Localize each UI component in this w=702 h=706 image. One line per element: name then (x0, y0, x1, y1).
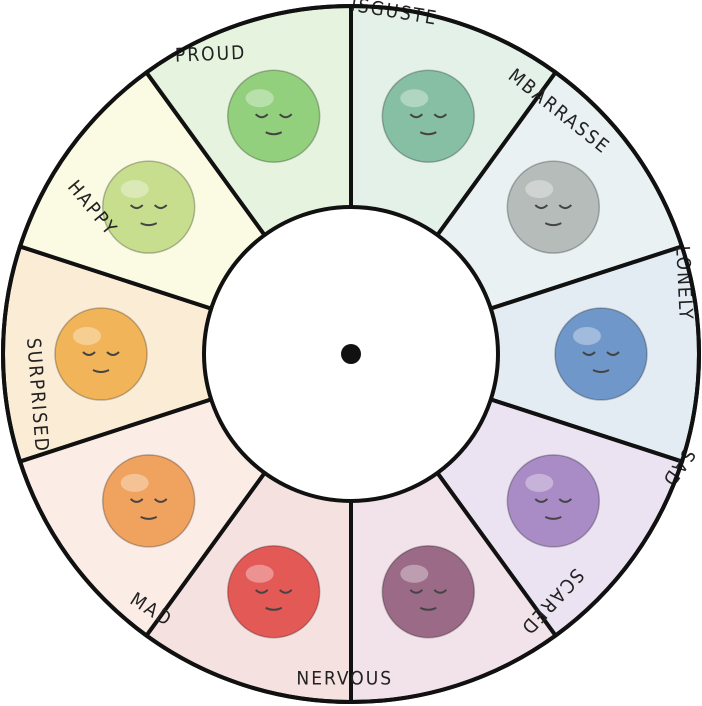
face-mad (226, 545, 321, 639)
wheel-rim (1, 4, 701, 704)
label-proud: PROUD (175, 42, 247, 67)
face-sad (554, 307, 648, 401)
face-happy (54, 307, 148, 401)
center-dot (341, 344, 361, 364)
face-lonely (506, 160, 601, 254)
face-nervous (381, 545, 476, 639)
face-proud (101, 160, 196, 254)
face-embarrassed (381, 69, 476, 163)
face-scared (506, 454, 601, 548)
label-nervous: NERVOUS (296, 667, 393, 689)
face-disgusted (226, 69, 321, 163)
face-surprised (101, 454, 196, 548)
